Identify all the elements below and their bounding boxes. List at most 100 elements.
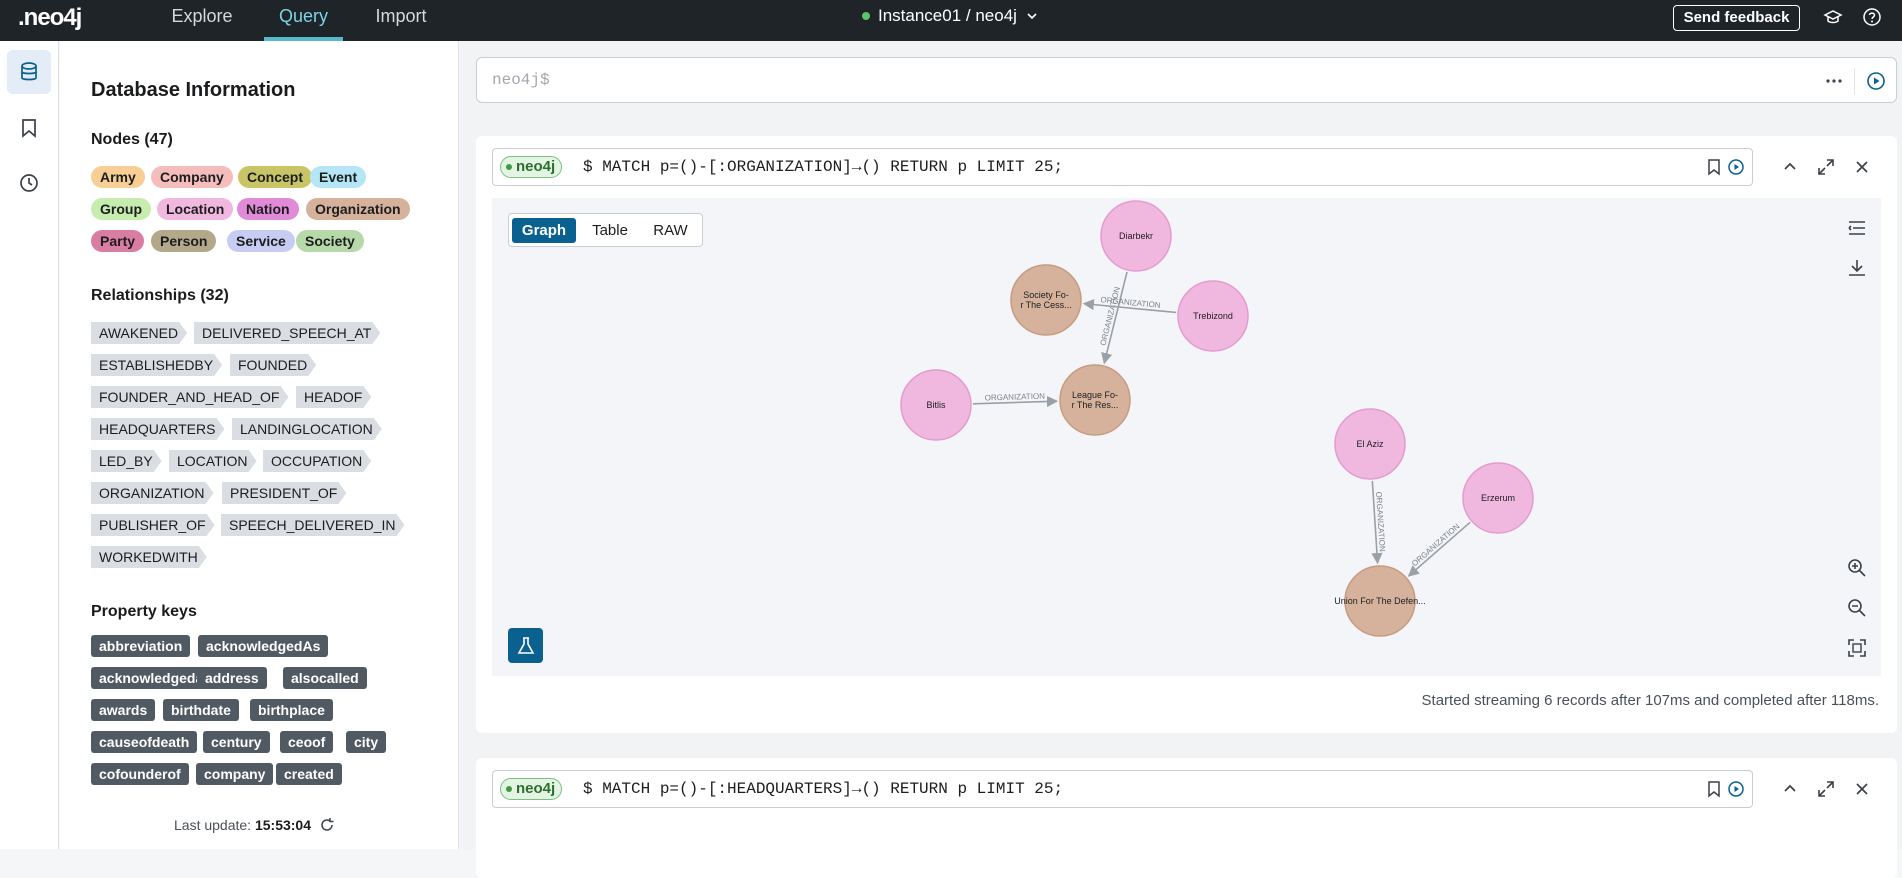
property-key-acknowledgedas[interactable]: acknowledgedAs (198, 635, 329, 657)
rerun-icon[interactable] (1726, 157, 1746, 177)
graph-node-league[interactable]: League Fo-r The Res... (1059, 364, 1131, 436)
property-key-abbreviation[interactable]: abbreviation (91, 635, 191, 657)
graph-node-union[interactable]: Union For The Defen... (1334, 565, 1426, 637)
neo4j-logo[interactable]: .neo4j (18, 4, 82, 31)
property-key-birthdate[interactable]: birthdate (163, 699, 239, 721)
graph-node-label: Bitlis (926, 400, 946, 410)
tab-graph[interactable]: Graph (512, 218, 576, 243)
saved-cypher-button[interactable] (7, 106, 51, 150)
collapse-icon[interactable] (1780, 157, 1800, 177)
graph-node-erzerum[interactable]: Erzerum (1462, 462, 1534, 534)
graph-relationship-4[interactable] (1407, 521, 1471, 577)
property-key-company[interactable]: company (196, 763, 274, 785)
tab-explore[interactable]: Explore (171, 6, 233, 26)
history-button[interactable] (7, 161, 51, 205)
node-label-company[interactable]: Company (151, 166, 233, 188)
node-label-organization[interactable]: Organization (306, 198, 410, 220)
top-bar: .neo4j Explore Query Import Instance01 /… (0, 0, 1902, 41)
query-command-bar[interactable]: neo4j $ MATCH p=()-[:ORGANIZATION]→() RE… (492, 148, 1753, 186)
graduation-cap-icon[interactable] (1823, 7, 1843, 27)
relationship-type-workedwith[interactable]: WORKEDWITH (91, 546, 207, 568)
refresh-icon[interactable] (319, 817, 335, 833)
node-label-society[interactable]: Society (296, 230, 364, 252)
node-label-nation[interactable]: Nation (237, 198, 299, 220)
tab-import[interactable]: Import (375, 6, 427, 26)
graph-relationship-2[interactable] (972, 395, 1059, 408)
node-label-concept[interactable]: Concept (238, 166, 312, 188)
run-query-icon[interactable] (1866, 71, 1886, 91)
fullscreen-icon[interactable] (1816, 779, 1836, 799)
tab-table[interactable]: Table (592, 222, 628, 239)
graph-node-elaziz[interactable]: El Aziz (1334, 408, 1406, 480)
node-label-service[interactable]: Service (227, 230, 295, 252)
relationship-type-establishedby[interactable]: ESTABLISHEDBY (91, 354, 222, 376)
graph-node-trebizond[interactable]: Trebizond (1177, 280, 1249, 352)
node-label-event[interactable]: Event (310, 166, 367, 188)
tab-query[interactable]: Query (264, 0, 343, 41)
fit-to-screen-icon[interactable] (1845, 636, 1869, 660)
relationship-type-delivered-speech-at[interactable]: DELIVERED_SPEECH_AT (194, 322, 380, 344)
database-info-button[interactable] (7, 50, 51, 94)
fullscreen-icon[interactable] (1816, 157, 1836, 177)
relationship-type-location[interactable]: LOCATION (169, 450, 257, 472)
property-key-city[interactable]: city (346, 731, 387, 753)
property-key-birthplace[interactable]: birthplace (250, 699, 333, 721)
chevron-down-icon (1027, 13, 1037, 20)
relationship-type-headof[interactable]: HEADOF (296, 386, 371, 408)
zoom-in-icon[interactable] (1845, 556, 1869, 580)
bookmark-icon[interactable] (1704, 779, 1724, 799)
relationship-type-president-of[interactable]: PRESIDENT_OF (222, 482, 346, 504)
details-panel-icon[interactable] (1845, 216, 1869, 240)
graph-relationship-0[interactable] (1101, 271, 1128, 365)
property-key-century[interactable]: century (203, 731, 270, 753)
download-icon[interactable] (1845, 256, 1869, 280)
property-key-awards[interactable]: awards (91, 699, 156, 721)
close-icon[interactable] (1852, 157, 1872, 177)
property-key-ceoof[interactable]: ceoof (280, 731, 334, 753)
graph-data-science-button[interactable] (508, 628, 543, 663)
relationship-type-speech-delivered-in[interactable]: SPEECH_DELIVERED_IN (221, 514, 405, 536)
graph-node-diarbekr[interactable]: Diarbekr (1100, 200, 1172, 272)
property-key-address[interactable]: address (197, 667, 267, 689)
graph-canvas[interactable]: ORGANIZATIONORGANIZATIONORGANIZATIONORGA… (492, 198, 1881, 676)
rerun-icon[interactable] (1726, 779, 1746, 799)
cypher-editor[interactable]: neo4j$ (476, 57, 1897, 103)
node-label-location[interactable]: Location (157, 198, 234, 220)
graph-relationship-3[interactable] (1371, 480, 1383, 565)
instance-selector[interactable]: Instance01 / neo4j (862, 6, 1039, 26)
graph-relationship-1[interactable] (1082, 299, 1177, 314)
node-label-army[interactable]: Army (91, 166, 145, 188)
node-label-group[interactable]: Group (91, 198, 151, 220)
relationship-type-organization[interactable]: ORGANIZATION (91, 482, 214, 504)
database-badge: neo4j (500, 778, 563, 800)
relationship-type-occupation[interactable]: OCCUPATION (263, 450, 371, 472)
close-icon[interactable] (1852, 779, 1872, 799)
relationship-type-led-by[interactable]: LED_BY (91, 450, 162, 472)
tab-raw[interactable]: RAW (653, 222, 688, 239)
query-command-bar[interactable]: neo4j $ MATCH p=()-[:HEADQUARTERS]→() RE… (492, 770, 1753, 808)
property-key-alsocalled[interactable]: alsocalled (283, 667, 367, 689)
zoom-out-icon[interactable] (1845, 596, 1869, 620)
more-options-icon[interactable] (1824, 71, 1844, 91)
relationship-type-awakened[interactable]: AWAKENED (91, 322, 187, 344)
relationship-type-headquarters[interactable]: HEADQUARTERS (91, 418, 224, 440)
icon-rail (0, 41, 59, 849)
relationship-type-founder-and-head-of[interactable]: FOUNDER_AND_HEAD_OF (91, 386, 288, 408)
relationship-type-publisher-of[interactable]: PUBLISHER_OF (91, 514, 215, 536)
send-feedback-button[interactable]: Send feedback (1673, 5, 1800, 31)
property-key-acknowledgedas[interactable]: acknowledgedas (91, 667, 220, 689)
relationship-type-landinglocation[interactable]: LANDINGLOCATION (232, 418, 382, 440)
graph-node-society[interactable]: Society Fo-r The Cess... (1010, 264, 1082, 336)
graph-node-label: Trebizond (1193, 311, 1233, 321)
help-icon[interactable] (1862, 7, 1882, 27)
collapse-icon[interactable] (1780, 779, 1800, 799)
relationship-type-founded[interactable]: FOUNDED (230, 354, 316, 376)
node-label-person[interactable]: Person (151, 230, 217, 252)
property-key-cofounderof[interactable]: cofounderof (91, 763, 189, 785)
graph-node-bitlis[interactable]: Bitlis (900, 369, 972, 441)
property-key-causeofdeath[interactable]: causeofdeath (91, 731, 198, 753)
property-key-created[interactable]: created (276, 763, 342, 785)
bookmark-icon[interactable] (1704, 157, 1724, 177)
node-label-party[interactable]: Party (91, 230, 145, 252)
